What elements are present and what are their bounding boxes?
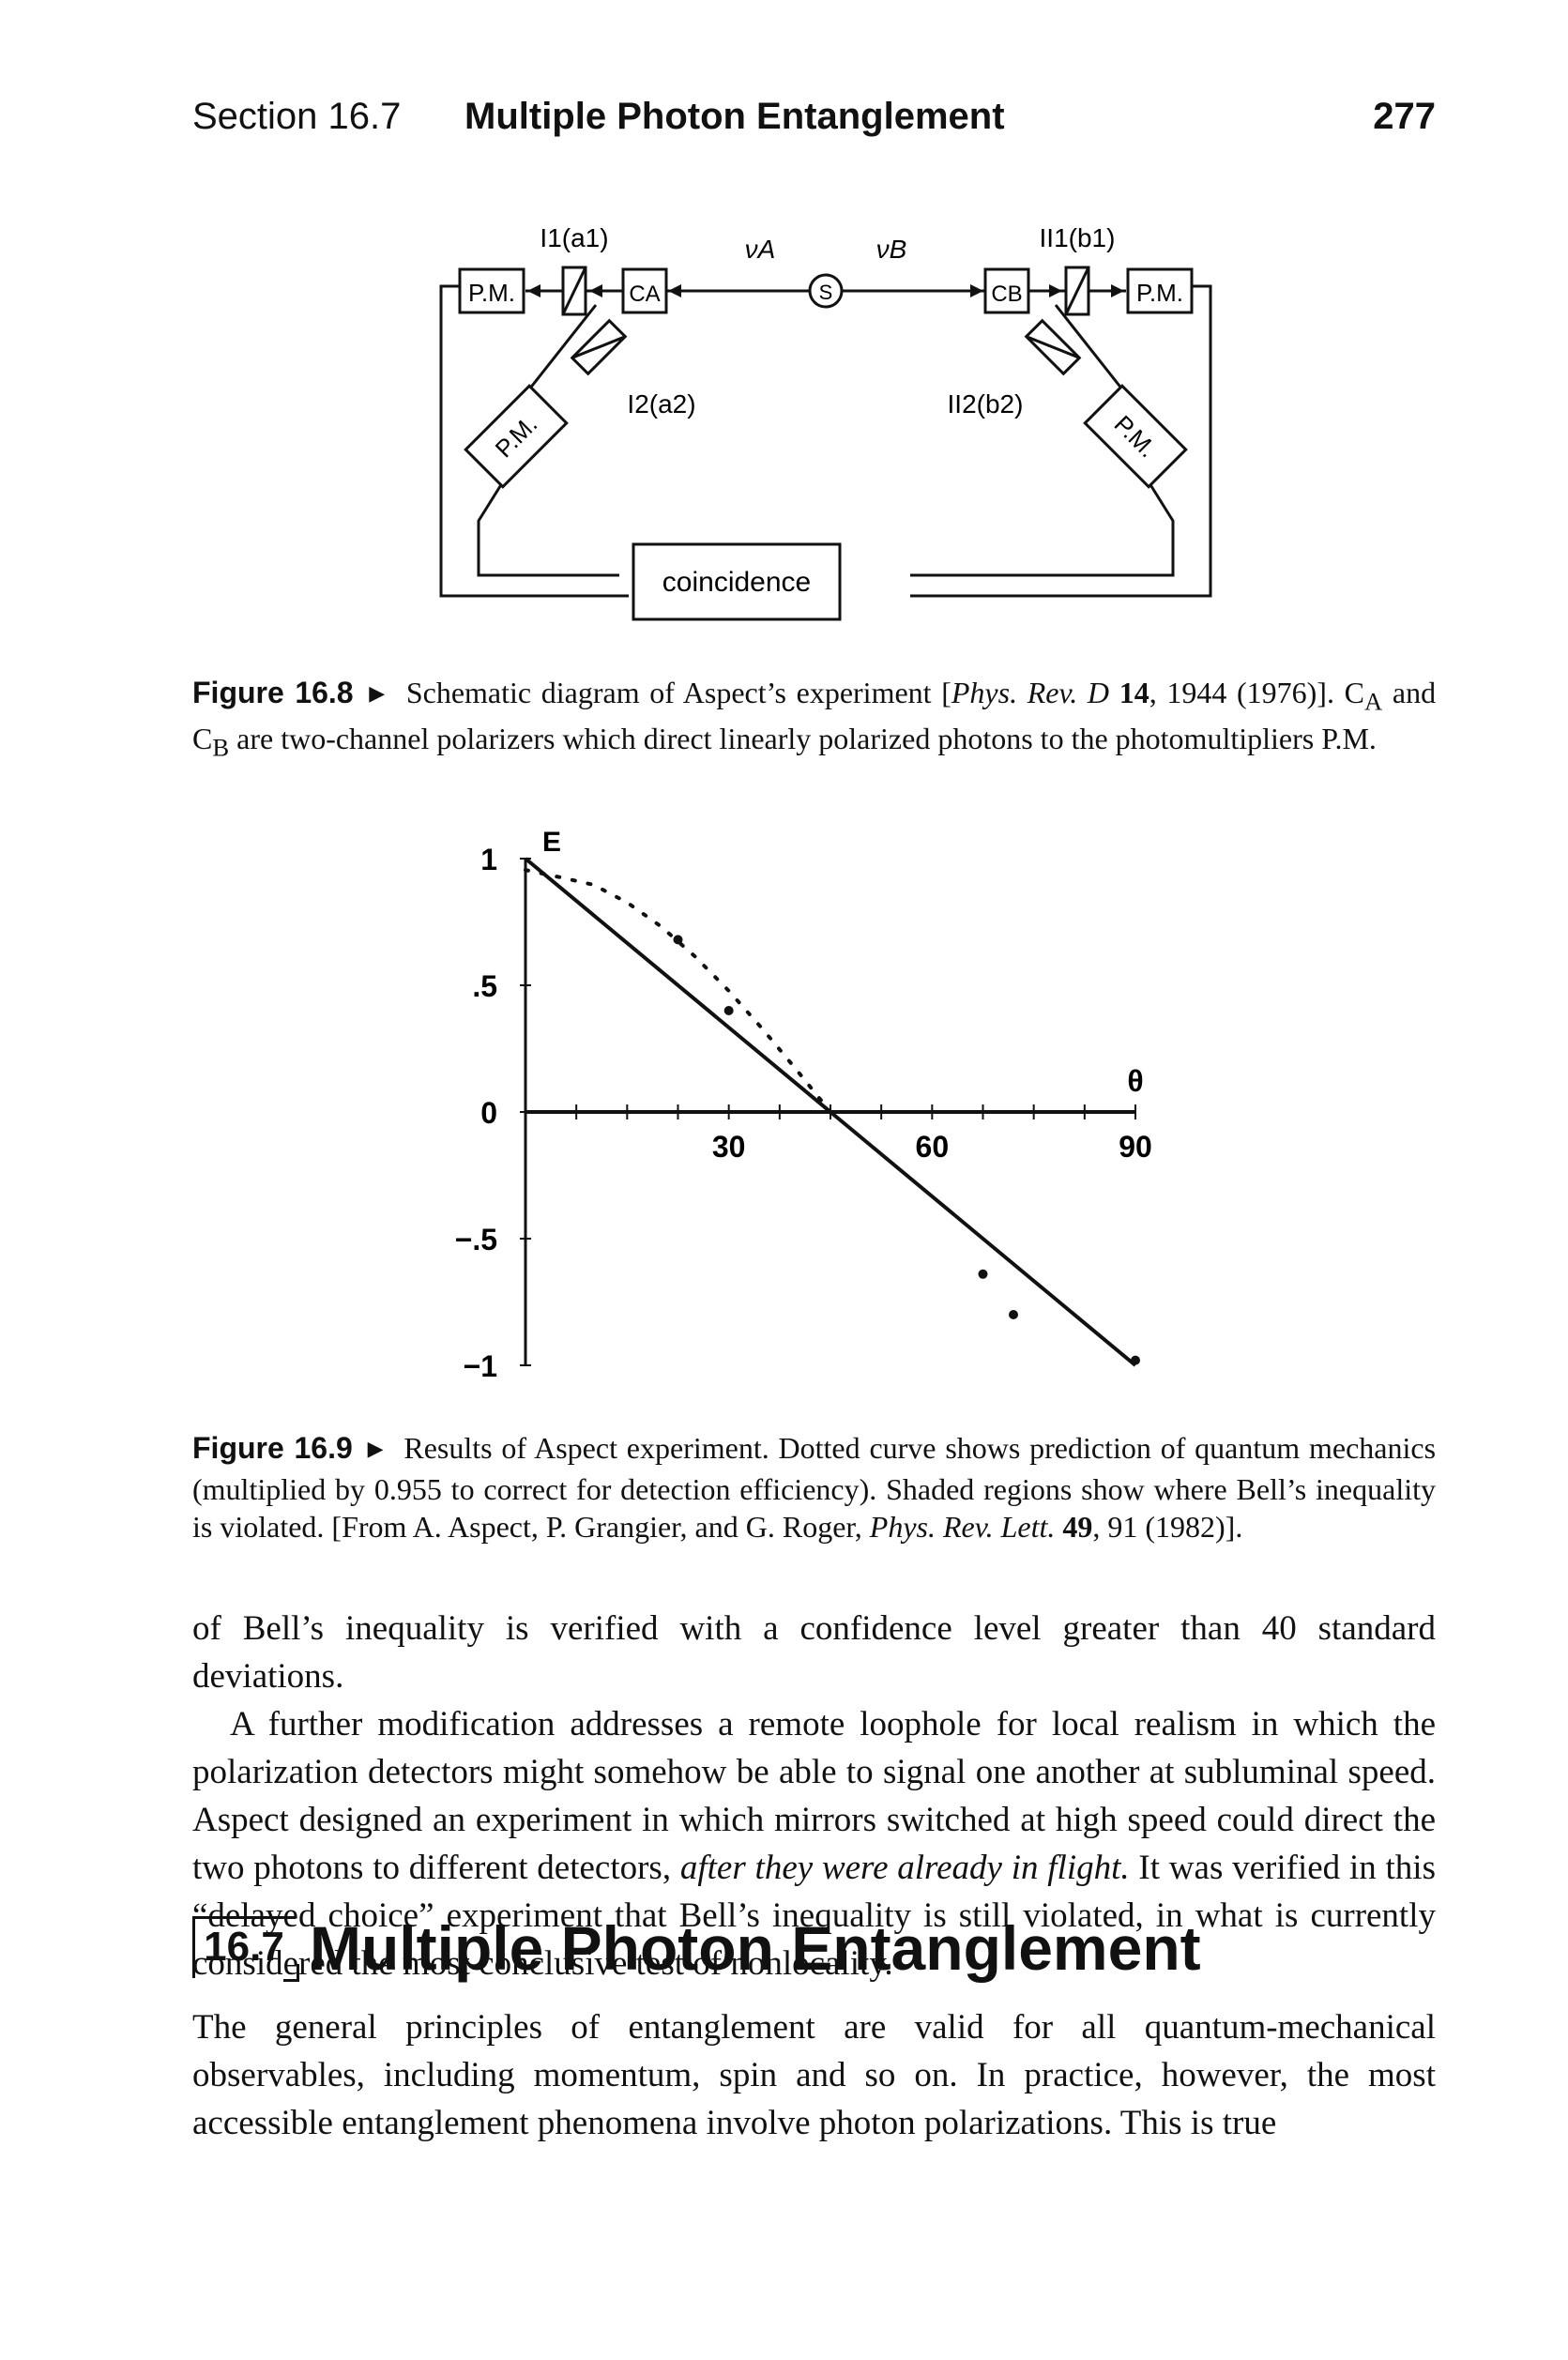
caption-arrow-icon-2: ▶ (365, 1437, 386, 1460)
y-tick-label: .5 (472, 969, 497, 1003)
polarizer-lower-left (570, 318, 628, 376)
caption-arrow-icon: ▶ (366, 681, 388, 705)
body-paragraphs: of Bell’s inequality is verified with a … (192, 1605, 1436, 1987)
paragraph-3: The general principles of entanglement a… (192, 2008, 1436, 2142)
figure-16-9-caption: Figure 16.9▶Results of Aspect experiment… (192, 1431, 1437, 1544)
ii2-label: II2(b2) (948, 389, 1024, 419)
pm-left-label: P.M. (468, 279, 515, 307)
pm-box-lower-right: P.M. (1083, 384, 1188, 489)
ca-box: CA (621, 267, 668, 314)
data-point (723, 1006, 734, 1015)
y-tick-label: 1 (480, 843, 497, 876)
body-paragraph-3: The general principles of entanglement a… (192, 2003, 1436, 2147)
page-number: 277 (1373, 96, 1436, 137)
x-tick-label: 60 (916, 1130, 950, 1164)
nu-a-label: νA (745, 235, 776, 264)
section-heading: 16.7 Multiple Photon Entanglement (192, 1905, 1436, 1989)
cb-label: CB (991, 282, 1022, 307)
y-tick-label: −.5 (455, 1223, 497, 1256)
polarizer-right (1064, 266, 1090, 316)
x-axis-label: θ (1127, 1064, 1143, 1098)
pm-box-lower-left: P.M. (464, 384, 569, 489)
y-tick-label: −1 (464, 1349, 497, 1383)
i2-label: I2(a2) (627, 389, 695, 419)
paragraph-2: A further modification addresses a remot… (192, 1705, 1436, 1983)
section-title: Multiple Photon Entanglement (310, 1913, 1201, 1983)
y-axis-label: E (542, 827, 561, 858)
figure-16-8-diagram: P.M. P.M. CA CB S νA νB I1(a1) II1(b1) (439, 223, 1212, 621)
figure-16-9-label: Figure 16.9 (192, 1431, 353, 1465)
cb-box: CB (983, 267, 1030, 314)
data-point (673, 935, 683, 945)
x-tick-label: 30 (712, 1130, 746, 1164)
source-label: S (819, 281, 833, 304)
y-tick-label: 0 (480, 1096, 497, 1130)
nu-b-label: νB (876, 235, 907, 264)
pm-box-left: P.M. (458, 267, 525, 314)
polarizer-lower-right (1024, 318, 1082, 376)
running-header: Section 16.7 Multiple Photon Entanglemen… (192, 96, 1436, 152)
coincidence-label: coincidence (662, 567, 811, 598)
data-point (1009, 1310, 1018, 1319)
data-point (1131, 1355, 1140, 1365)
header-section: Section 16.7 (192, 96, 402, 137)
i1-label: I1(a1) (540, 223, 608, 252)
ca-label: CA (629, 282, 660, 307)
quantum-prediction-dotted-curve (524, 868, 832, 1114)
coincidence-box: coincidence (632, 542, 842, 621)
ii1-label: II1(b1) (1040, 223, 1116, 252)
polarizer-left (561, 266, 587, 316)
paragraph-1: of Bell’s inequality is verified with a … (192, 1609, 1436, 1696)
x-tick-label: 90 (1119, 1130, 1152, 1164)
figure-16-9-chart: 1 .5 0 −.5 −1 30 60 90 Eθ (455, 827, 1152, 1383)
figure-16-8-label: Figure 16.8 (192, 676, 354, 709)
source: S (808, 273, 844, 309)
figure-16-8-caption: Figure 16.8▶Schematic diagram of Aspect’… (192, 676, 1437, 762)
pm-box-right: P.M. (1126, 267, 1194, 314)
section-number: 16.7 (192, 1916, 299, 1982)
pm-right-label: P.M. (1136, 279, 1183, 307)
data-point (978, 1269, 988, 1279)
header-title: Multiple Photon Entanglement (464, 96, 1005, 137)
